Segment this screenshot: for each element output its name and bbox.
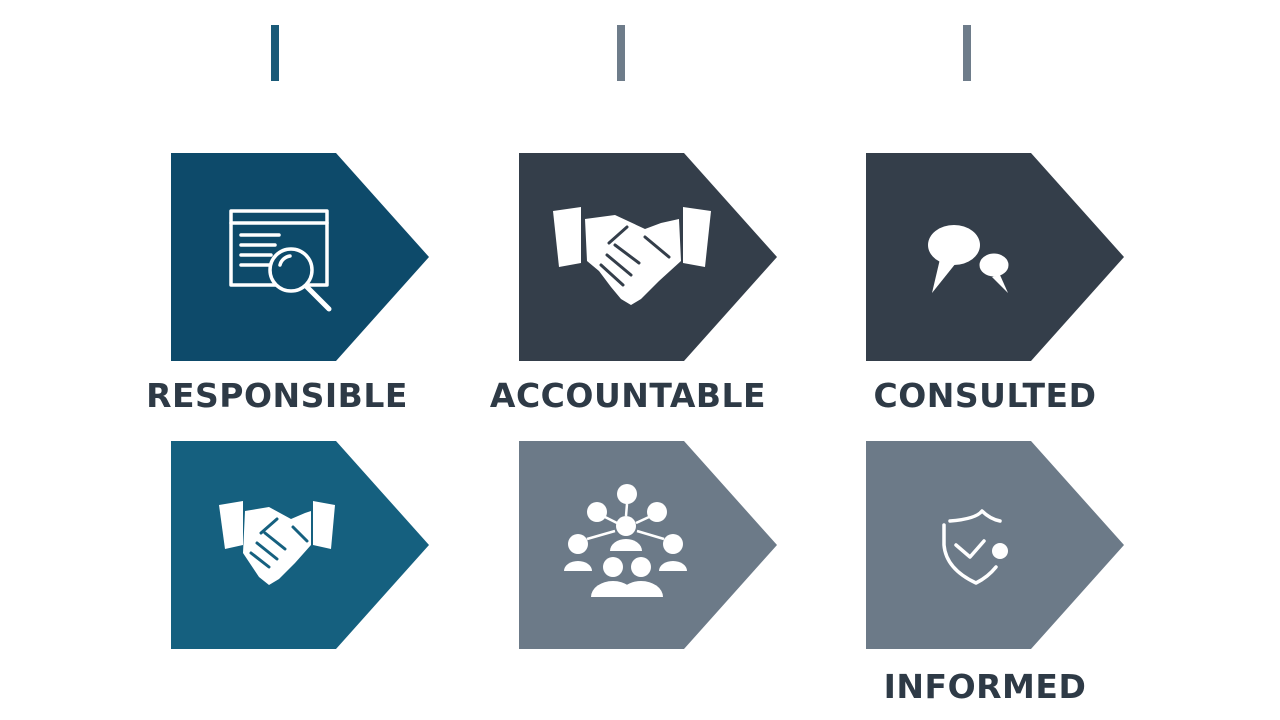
handshake-icon <box>553 207 711 305</box>
informed-label: INFORMED <box>883 667 1087 706</box>
chat-bubbles-icon <box>928 225 1012 293</box>
responsible-arrow-bottom <box>171 441 429 649</box>
consulted-label: CONSULTED <box>873 376 1097 415</box>
column-marker-2 <box>617 25 625 81</box>
consulted-arrow-top <box>866 153 1124 361</box>
team-network-icon <box>564 484 687 597</box>
responsible-arrow-top <box>171 153 429 361</box>
column-marker-3 <box>963 25 971 81</box>
document-search-icon <box>229 209 332 312</box>
accountable-arrow-bottom <box>519 441 777 649</box>
column-marker-1 <box>271 25 279 81</box>
accountable-arrow-top <box>519 153 777 361</box>
handshake-icon <box>219 501 335 585</box>
shield-check-icon <box>942 509 1008 585</box>
responsible-label: RESPONSIBLE <box>146 376 408 415</box>
informed-arrow-bottom <box>866 441 1124 649</box>
accountable-label: ACCOUNTABLE <box>489 376 767 415</box>
